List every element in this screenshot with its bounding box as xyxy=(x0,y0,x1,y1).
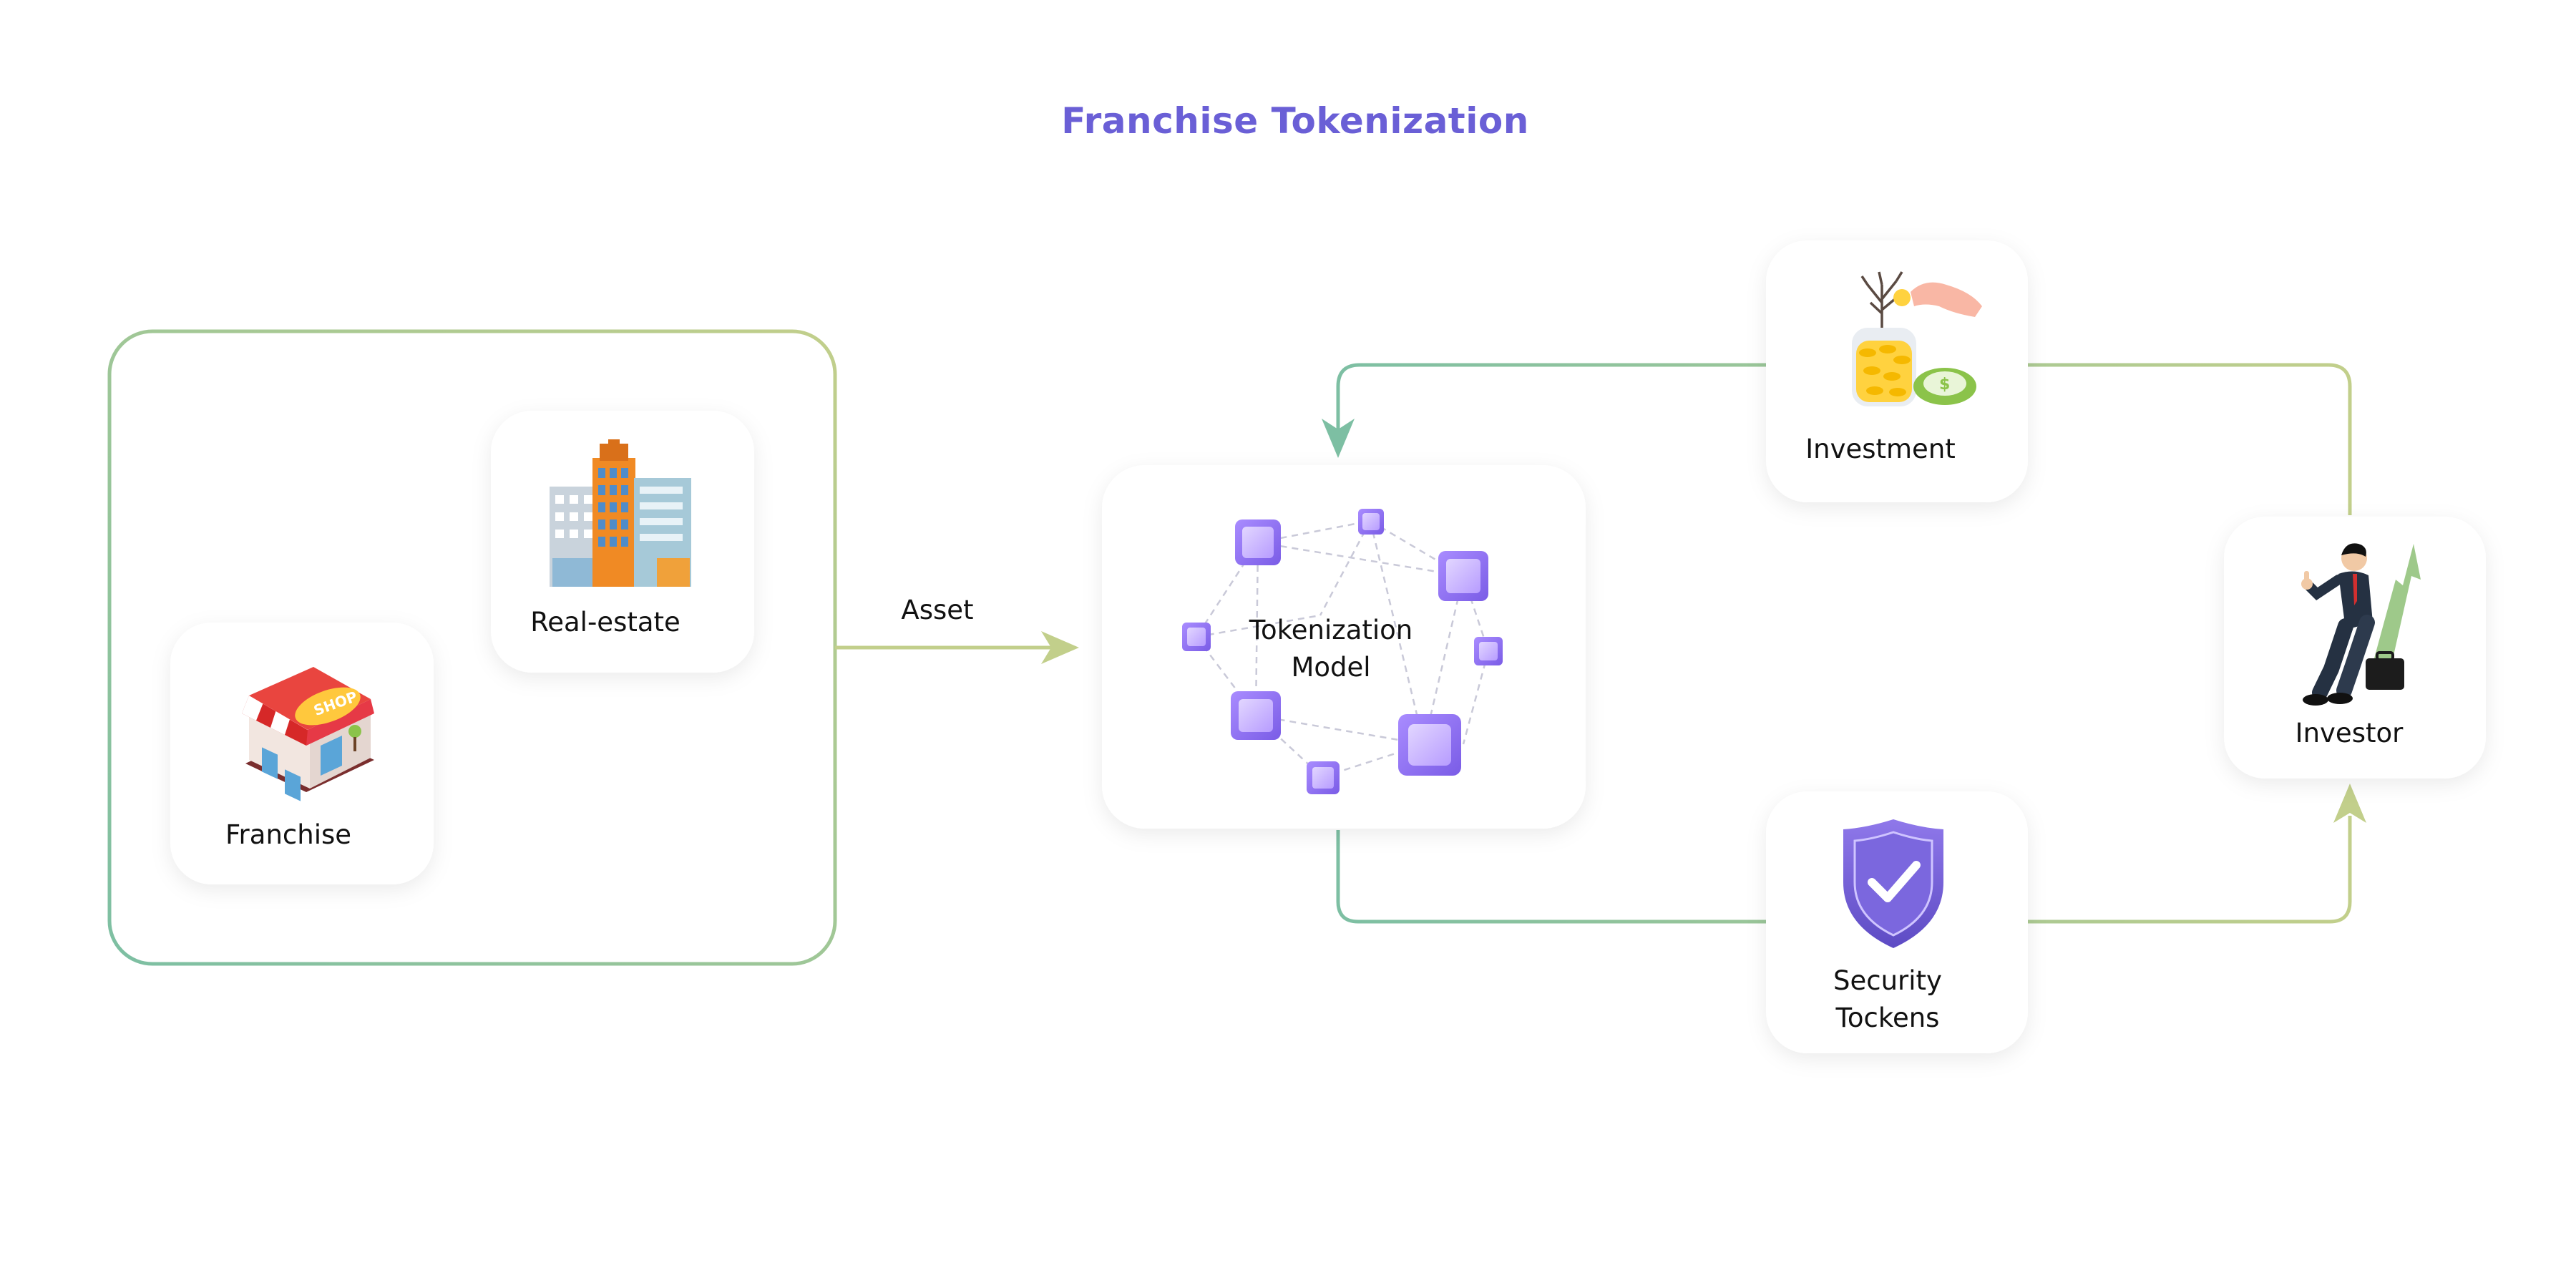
shield-check-icon xyxy=(1843,819,1943,948)
svg-text:$: $ xyxy=(1939,376,1950,394)
security-label-line2: Tockens xyxy=(1835,1002,1940,1033)
blockchain-network-icon xyxy=(1182,509,1503,794)
franchise-label: Franchise xyxy=(225,819,352,850)
tokenization-label-line2: Model xyxy=(1291,652,1371,683)
investor-label: Investor xyxy=(2295,718,2404,748)
real-estate-label: Real-estate xyxy=(530,607,680,638)
coin-jar-plant-icon: $ xyxy=(1852,271,1982,406)
asset-label: Asset xyxy=(901,595,974,625)
tokenization-label-line1: Tokenization xyxy=(1249,615,1413,645)
security-label-line1: Security xyxy=(1833,965,1942,996)
shop-icon: SHOP xyxy=(242,667,374,801)
page-title: Franchise Tokenization xyxy=(1061,100,1529,142)
buildings-icon xyxy=(550,439,691,587)
investment-label: Investment xyxy=(1805,434,1956,464)
asset-arrow xyxy=(835,631,1079,664)
businessman-icon xyxy=(2301,543,2421,706)
